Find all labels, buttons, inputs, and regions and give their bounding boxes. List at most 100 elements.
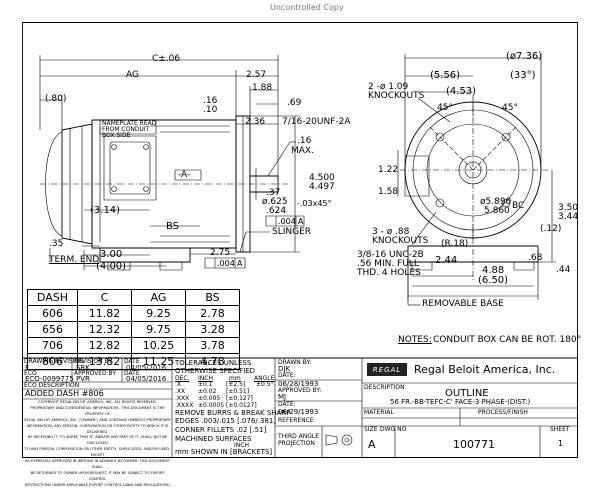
dim-bs: BS: [166, 221, 180, 232]
tol-angle-label: ANGLE: [254, 375, 275, 382]
cell: 656: [27, 321, 78, 338]
tol-row-1-angle: ±0.5°: [256, 381, 274, 388]
eco-description: ADDED DASH #806: [25, 389, 104, 398]
dwg-no-label: DWG NO: [380, 426, 407, 433]
dim-0-625: ø.625: [262, 197, 288, 207]
header-c: C: [77, 289, 132, 306]
dim-4-88: 4.88: [482, 265, 505, 276]
radius-0-18: (R.18): [441, 239, 469, 249]
dim-0-16-max: .16: [297, 136, 312, 146]
chamfer-callout: -.03x45°: [297, 199, 332, 208]
date-2: 04/05/2016: [126, 375, 167, 383]
cell: 11.25: [131, 353, 186, 370]
remove-burrs-note: REMOVE BURRS & BREAK SHARP: [175, 409, 291, 417]
header-ag: AG: [131, 289, 186, 306]
dim-0-80: (.80): [45, 94, 67, 104]
tol-row-3-inch: ±0.005: [198, 395, 221, 402]
note-text: CONDUIT BOX CAN BE ROT. 180°: [433, 335, 582, 345]
knockout-0-88-line2: KNOCKOUTS: [372, 236, 429, 246]
copyright-line: COPYRIGHT REGAL BELOIT AMERICA, INC. ALL…: [38, 400, 157, 404]
dim-1-22: 1.22: [378, 165, 399, 175]
header-dash: DASH: [27, 289, 78, 306]
drawing-number: 100771: [453, 438, 495, 451]
dim-5-890: ø5.890: [480, 197, 512, 207]
angle-45-left: 45°: [437, 103, 453, 113]
tol-row-2-dec: .XX: [175, 388, 186, 395]
copyright-line: RESTRICTIONS UNDER APPLICABLE EXPORT CON…: [24, 482, 171, 487]
holes-callout-line3: THD. 4 HOLES: [357, 268, 421, 278]
tol-row-4-mm: [±0.0127]: [226, 402, 257, 409]
cell: 11.82: [77, 305, 132, 322]
edges-note: EDGES .003/.015 [.076/.381]: [175, 417, 277, 425]
sheet-number: 1: [558, 439, 564, 448]
third-angle-line-2: PROJECTION: [278, 440, 315, 447]
drawing-linework: [0, 0, 600, 463]
dim-2-75: 2.75: [210, 248, 231, 258]
dim-6-50: (6.50): [478, 275, 509, 286]
dim-3-00: 3.00: [100, 249, 123, 260]
header-bs: BS: [185, 289, 240, 306]
dim-0-35: .35: [49, 239, 64, 249]
dim-0-37: .37: [266, 188, 281, 198]
dim-c: C±.06: [152, 54, 181, 64]
drawing-title: OUTLINE: [445, 388, 489, 399]
dim-4-00: (4.00): [96, 261, 127, 272]
approved-by-label-2: APPROVED BY:: [278, 387, 322, 394]
revision-by: SRK: [76, 364, 90, 372]
cell: 12.32: [77, 321, 132, 338]
dim-4-53: (4.53): [446, 86, 477, 97]
date-label-1: DATE: [124, 358, 140, 365]
company-name: Regal Beloit America, Inc.: [414, 363, 556, 376]
knockout-1-09-line2: KNOCKOUTS: [368, 91, 425, 101]
nameplate-line-3: BOX SIDE: [102, 132, 131, 139]
dim-2-36: 2.36: [245, 117, 266, 127]
nameplate-line-1: NAMEPLATE READ: [102, 120, 157, 127]
watermark: Uncontrolled Copy: [270, 3, 344, 12]
date-label-4: DATE:: [278, 401, 296, 408]
cell: 4.78: [185, 353, 240, 370]
cell: 12.82: [77, 337, 132, 354]
dim-0-16: .16: [203, 96, 218, 106]
dim-3-44: 3.44: [558, 212, 579, 222]
dim-4-497: 4.497: [309, 182, 335, 192]
title-block-lines: [23, 358, 578, 458]
dim-0-624: .624: [266, 206, 287, 216]
knockout-0-88-line1: 3 - ø .88: [372, 227, 410, 237]
dim-33-deg: (33°): [510, 70, 536, 81]
dim-5-56: (5.56): [430, 70, 461, 81]
tol-dec-label: DEC.: [175, 375, 190, 382]
approved-by-2: MJ: [278, 393, 287, 401]
dim-3-50: 3.50: [558, 203, 579, 213]
holes-callout-line2: .56 MIN. FULL: [357, 259, 419, 269]
front-view: [398, 54, 556, 305]
table-row: 606 11.82 9.25 2.78: [27, 305, 240, 322]
date-label-2: DATE: [124, 370, 140, 377]
copyright-line: BY RECEIVING IT, TO AGREE THAT IT, AND/O…: [27, 435, 168, 446]
table-row: 706 12.82 10.25 3.78: [27, 337, 240, 354]
size-value: A: [368, 438, 376, 451]
table-row: 806 13.82 11.25 4.78: [27, 353, 240, 370]
bolt-circle-label: BC: [512, 201, 525, 211]
reference-label: REFERENCE: [278, 417, 314, 424]
datum-a-ref-b: A: [237, 259, 243, 268]
dim-2-44: 2.44: [435, 255, 458, 266]
cell: 3.78: [185, 337, 240, 354]
approved-by-label: APPROVED BY: [74, 370, 117, 377]
dim-0-69: .69: [287, 98, 302, 108]
process-finish-label: PROCESS/FINISH: [478, 409, 528, 416]
removable-base-label: REMOVABLE BASE: [422, 299, 504, 309]
tolerances-title-1: TOLERANCES UNLESS: [175, 359, 252, 367]
mm-shown-note: mm SHOWN IN [BRACKETS]: [175, 448, 273, 456]
size-label: SIZE: [364, 426, 378, 433]
cell: 2.78: [185, 305, 240, 322]
drawn-by-label: DRAWN BY:: [278, 359, 312, 366]
eco-label: ECO: [24, 370, 37, 377]
dim-7-36: (ø7.36): [506, 51, 543, 62]
dash-table: DASH C AG BS 606 11.82 9.25 2.78 656 12.…: [27, 289, 240, 370]
drawing-revision-label: DRAWING REVISION: [24, 358, 84, 365]
datum-a-ref: A: [298, 217, 304, 226]
copyright-line: BE RETURNED TO OWNER UPON REQUEST. IT MA…: [30, 470, 165, 481]
cell: 9.25: [131, 305, 186, 322]
datum-a-box: -A-: [178, 170, 191, 180]
